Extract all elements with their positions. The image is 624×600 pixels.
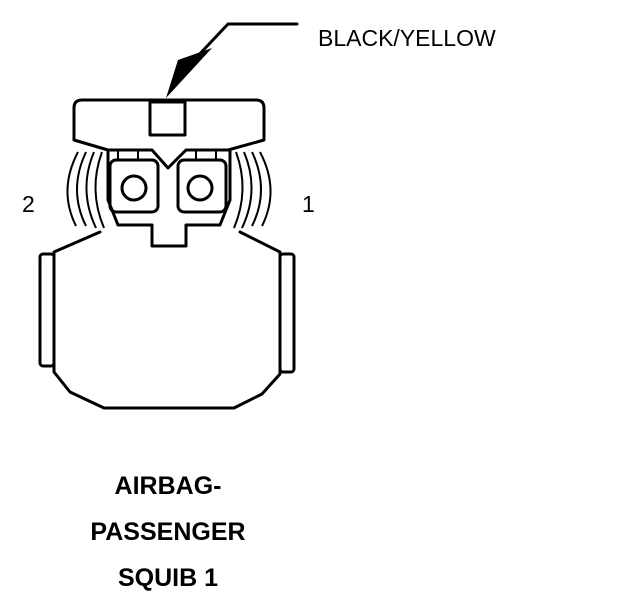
connector-lower-housing [52,230,282,410]
pin-label-1: 1 [302,191,315,217]
wire-cavity [148,100,187,137]
terminal-cavity-2 [108,149,160,214]
connector-title: AIRBAG- PASSENGER SQUIB 1 [90,472,245,592]
title-line-1: AIRBAG- [115,472,222,500]
connector-hood [72,98,266,170]
leader-arrowhead [166,48,212,98]
terminal-cavity-1 [176,149,228,214]
title-line-2: PASSENGER [90,518,245,546]
pin-label-2: 2 [22,191,35,217]
right-latch-tab [278,252,296,374]
connector-body [38,98,296,410]
title-line-3: SQUIB 1 [118,564,218,592]
left-ribs [66,151,105,229]
left-latch-tab [38,252,56,368]
wire-color-label: BLACK/YELLOW [318,25,496,51]
right-ribs [233,151,272,229]
wire-leader [166,22,299,98]
